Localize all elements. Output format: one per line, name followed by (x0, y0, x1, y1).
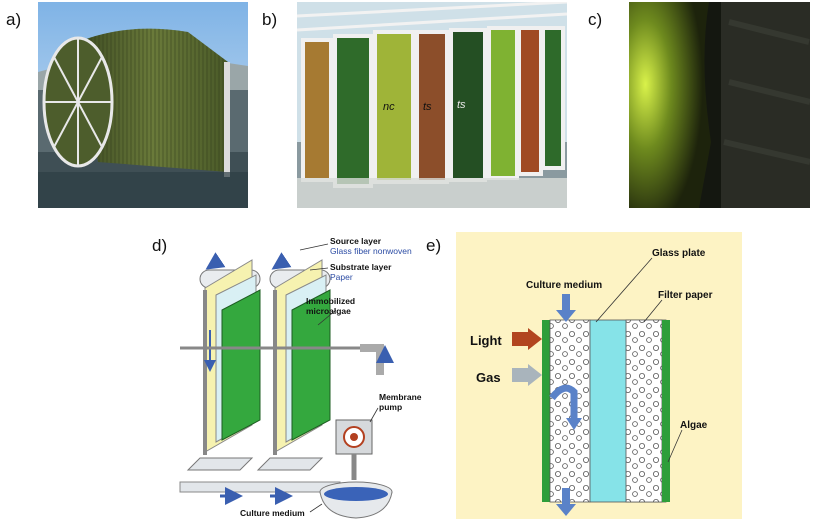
panel-label-ts-2: ts (457, 99, 466, 111)
label-membrane-1: Membrane (379, 392, 422, 402)
photo-algae-closeup (629, 2, 810, 208)
label-substrate-layer-title: Substrate layer (330, 262, 392, 272)
label-immobilized-2: microalgae (306, 306, 351, 316)
label-light: Light (470, 333, 502, 348)
photo-algae-drum-drawing (38, 2, 248, 208)
label-immobilized-1: Immobilized (306, 296, 355, 306)
label-substrate-layer: Substrate layer Paper (309, 262, 392, 282)
culture-medium-arrow-top (556, 294, 576, 322)
label-source-layer-sub: Glass fiber nonwoven (330, 246, 412, 256)
label-immobilized-microalgae: Immobilized microalgae (306, 296, 355, 326)
label-culture-medium: Culture medium (240, 503, 323, 518)
label-substrate-layer-sub: Paper (330, 272, 353, 282)
photo-algae-closeup-drawing (629, 2, 810, 208)
panel-label-ts-1: ts (423, 101, 432, 113)
glass-plate-layer (589, 319, 629, 503)
label-culture-medium-d: Culture medium (240, 508, 305, 518)
photo-algae-drum (38, 2, 248, 208)
algae-layer-left (542, 320, 550, 502)
label-culture-medium-e-text: Culture medium (526, 280, 602, 291)
label-algae: Algae (667, 420, 708, 463)
label-gas: Gas (476, 370, 501, 385)
diagram-e-drawing: Light Gas Glass plate Culture medium Fil… (470, 248, 713, 516)
panel-label-a: a) (6, 10, 22, 29)
panel-label-e: e) (426, 236, 442, 255)
panel-label-d: d) (152, 236, 168, 255)
panel-label-c: c) (588, 10, 603, 29)
culture-medium-basin (319, 481, 393, 519)
label-glass-plate-text: Glass plate (652, 248, 706, 259)
filter-paper-layer-right (625, 319, 663, 503)
diagram-d-drawing: Source layer Glass fiber nonwoven Substr… (179, 236, 422, 519)
panel-unit-1 (203, 259, 261, 455)
label-source-layer: Source layer Glass fiber nonwoven (299, 236, 412, 256)
panel-label-nc: nc (383, 101, 395, 113)
label-filter-paper-text: Filter paper (658, 290, 713, 301)
label-membrane-2: pump (379, 402, 402, 412)
photo-algae-panels-drawing: nc ts ts (297, 2, 567, 208)
culture-medium-arrow-bottom (556, 488, 576, 516)
label-culture-medium-e: Culture medium (526, 280, 602, 291)
panel-unit-2 (273, 259, 331, 455)
label-filter-paper: Filter paper (643, 290, 713, 323)
label-algae-text: Algae (680, 420, 708, 431)
membrane-pump (335, 419, 373, 480)
diagram-e: Light Gas Glass plate Culture medium Fil… (456, 232, 742, 519)
panel-label-b: b) (262, 10, 278, 29)
gas-arrow: Gas (476, 364, 542, 386)
label-source-layer-title: Source layer (330, 236, 382, 246)
gas-flow-arrow (549, 384, 582, 430)
algae-layer-right (662, 320, 670, 502)
light-arrow: Light (470, 328, 542, 350)
label-membrane-pump: Membrane pump (369, 392, 422, 423)
photo-algae-panels: nc ts ts (297, 2, 567, 208)
culture-medium-layer-left (549, 319, 591, 503)
label-glass-plate: Glass plate (595, 248, 706, 323)
diagram-d: Source layer Glass fiber nonwoven Substr… (160, 230, 422, 521)
